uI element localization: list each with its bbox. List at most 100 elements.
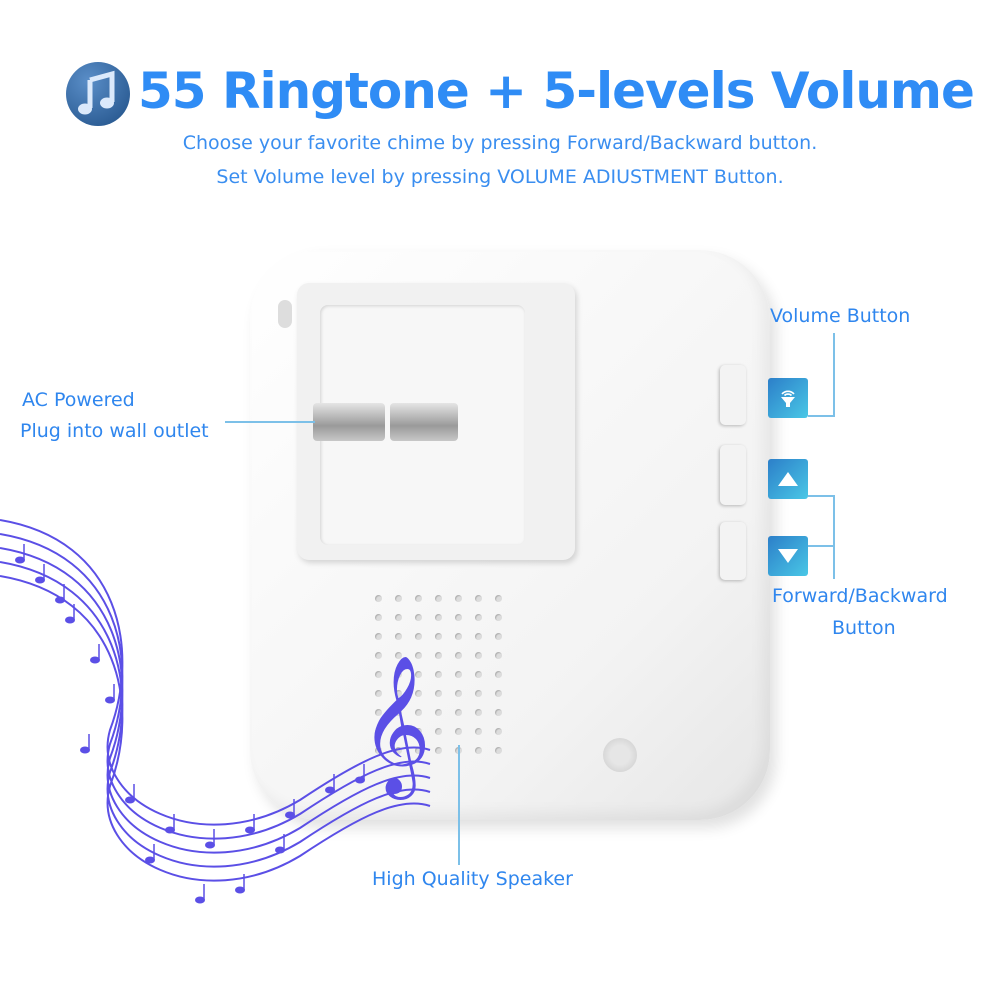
speaker-hole [495,652,502,659]
speaker-hole [495,728,502,735]
speaker-hole [415,595,422,602]
fb-callout-line-h2 [808,545,835,547]
speaker-hole [475,690,482,697]
volume-speaker-icon [768,378,808,418]
fb-callout-line [833,495,835,579]
speaker-hole [455,614,462,621]
speaker-hole [435,652,442,659]
speaker-hole [415,690,422,697]
speaker-hole [375,728,382,735]
side-volume-button[interactable] [720,365,746,425]
staff-line [0,575,431,882]
music-note [285,811,295,819]
music-note [355,776,365,784]
speaker-hole [395,728,402,735]
speaker-hole [495,595,502,602]
speaker-grille [375,595,515,765]
speaker-hole [475,671,482,678]
plug-prong-right [390,403,458,441]
speaker-hole [395,633,402,640]
speaker-hole [495,709,502,716]
subtitle-line-1: Choose your favorite chime by pressing F… [182,132,818,154]
volume-callout-line-h [808,415,835,417]
speaker-hole [495,671,502,678]
speaker-hole [395,671,402,678]
speaker-label: High Quality Speaker [372,868,573,890]
speaker-hole [415,633,422,640]
arrow-down-icon [768,536,808,576]
speaker-hole [475,747,482,754]
speaker-hole [435,747,442,754]
speaker-hole [435,728,442,735]
music-note [105,696,115,704]
speaker-hole [455,690,462,697]
arrow-up-icon [768,459,808,499]
speaker-hole [415,747,422,754]
music-note [90,656,100,664]
speaker-hole [475,728,482,735]
music-note [165,826,175,834]
speaker-hole [375,690,382,697]
plug-prong-left [313,403,385,441]
speaker-hole [475,633,482,640]
speaker-hole [435,671,442,678]
plug-wall-outlet-label: Plug into wall outlet [20,420,209,442]
speaker-hole [435,633,442,640]
speaker-hole [495,690,502,697]
speaker-hole [435,614,442,621]
forward-backward-label: Forward/Backward [772,585,948,607]
speaker-hole [435,690,442,697]
music-note [205,841,215,849]
side-backward-button[interactable] [720,522,746,580]
speaker-hole [415,614,422,621]
music-note [145,856,155,864]
reset-hole [603,738,637,772]
speaker-hole [415,728,422,735]
forward-backward-label-2: Button [832,617,896,639]
speaker-hole [495,747,502,754]
speaker-hole [375,747,382,754]
music-note [35,576,45,584]
volume-callout-line [833,333,835,416]
music-note [325,786,335,794]
speaker-hole [495,614,502,621]
speaker-hole [455,595,462,602]
speaker-hole [395,747,402,754]
volume-button-label: Volume Button [770,305,911,327]
speaker-hole [455,709,462,716]
staff-line [0,547,431,854]
music-note [275,846,285,854]
music-note-icon [66,62,130,126]
speaker-hole [475,709,482,716]
speaker-callout-line [458,745,460,865]
speaker-hole [415,709,422,716]
speaker-hole [375,633,382,640]
music-note [235,886,245,894]
speaker-hole [375,652,382,659]
staff-line [0,561,431,868]
music-note [65,616,75,624]
speaker-hole [395,595,402,602]
music-note [245,826,255,834]
speaker-hole [395,690,402,697]
music-wave-illustration: 𝄞 [0,519,431,904]
speaker-hole [475,614,482,621]
speaker-hole [375,671,382,678]
speaker-hole [395,614,402,621]
speaker-hole [435,595,442,602]
music-note [195,896,205,904]
music-note [55,596,65,604]
speaker-hole [455,652,462,659]
music-note [15,556,25,564]
speaker-hole [475,652,482,659]
mount-hole [278,300,292,328]
side-forward-button[interactable] [720,445,746,505]
speaker-hole [415,652,422,659]
speaker-hole [455,671,462,678]
page-title: 55 Ringtone + 5-levels Volume [138,62,975,120]
speaker-hole [475,595,482,602]
speaker-hole [455,633,462,640]
treble-clef-icon: 𝄞 [360,655,431,800]
music-note [125,796,135,804]
music-note [80,746,90,754]
